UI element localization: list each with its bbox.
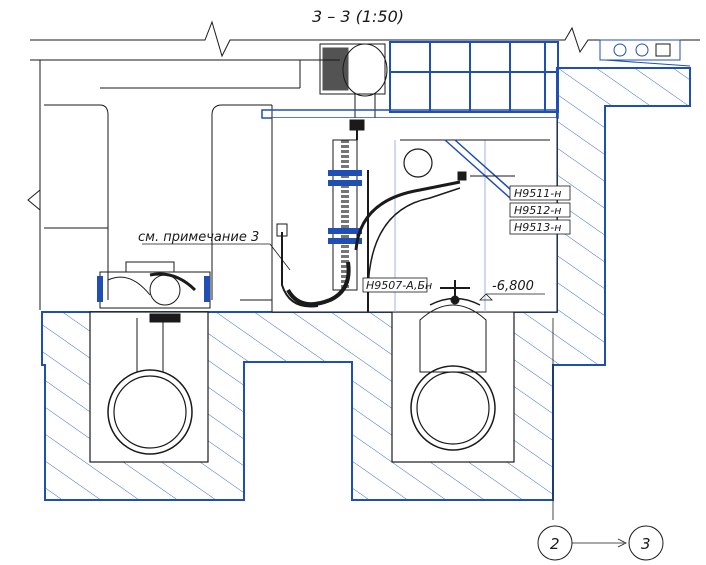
platform-railing	[261, 41, 559, 119]
axis-marker-3	[628, 525, 664, 561]
air-duct	[319, 43, 388, 120]
valve-tag-label: H9507-A,Бн	[366, 279, 432, 292]
elevation-label: -6,800	[492, 279, 534, 294]
right-pipe	[410, 304, 496, 451]
tag-label-1: H9511-н	[514, 187, 561, 200]
left-valve	[97, 261, 211, 323]
drawing-title: 3 – 3 (1:50)	[312, 7, 404, 26]
note-reference: см. примечание 3	[138, 230, 259, 245]
axis-label-3: 3	[641, 535, 651, 553]
pit-cutouts	[89, 118, 557, 463]
tag-boxes	[362, 185, 571, 293]
vertical-pipe	[276, 119, 369, 312]
cables	[354, 139, 521, 291]
left-pipe	[107, 318, 193, 455]
top-break-line	[30, 20, 700, 95]
handwheel-valve	[429, 280, 481, 306]
top-right-equipment	[599, 39, 691, 67]
tag-label-3: H9513-н	[514, 221, 561, 234]
tag-label-2: H9512-н	[514, 204, 561, 217]
axis-label-2: 2	[550, 535, 560, 553]
